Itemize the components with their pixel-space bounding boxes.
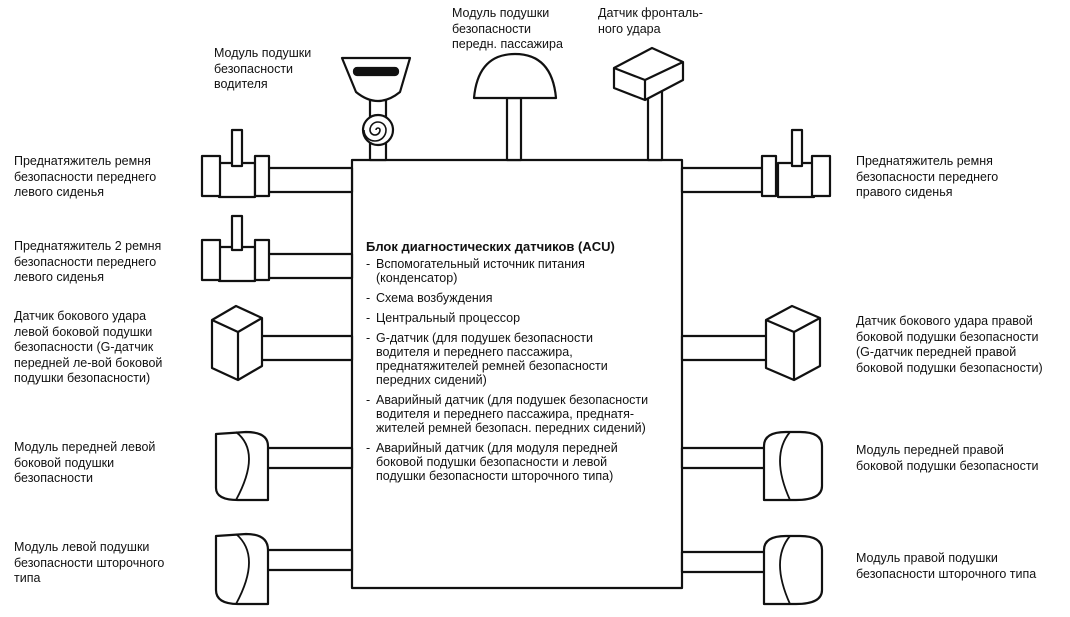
left-curtain-airbag-module [214, 532, 354, 606]
label-left-curtain-airbag: Модуль левой подушки безопасности штороч… [14, 540, 165, 585]
label-right-side-sensor: Датчик бокового удара правой боковой под… [856, 314, 1043, 375]
right-front-side-airbag-module [680, 430, 824, 502]
passenger-airbag-module [472, 52, 558, 162]
acu-item-power-supply: Вспомогательный источник питания (конден… [366, 257, 676, 285]
left-front-side-airbag-module [214, 430, 354, 502]
acu-item-crash-sensor-side: Аварийный датчик (для модуля передней бо… [366, 441, 676, 483]
acu-item-excitation-circuit: Схема возбуждения [366, 291, 676, 305]
acu-item-cpu: Центральный процессор [366, 311, 676, 325]
label-driver-airbag: Модуль подушки безопасности водителя [214, 46, 312, 91]
right-curtain-airbag-module [680, 534, 824, 606]
label-passenger-airbag: Модуль подушки безопасности передн. пасс… [452, 6, 563, 51]
label-left-front-side-airbag: Модуль передней левой боковой подушки бе… [14, 440, 156, 485]
left-pretensioner-2 [200, 214, 354, 283]
acu-title: Блок диагностических датчиков (ACU) [366, 239, 615, 254]
label-left-pretensioner-1: Преднатяжитель ремня безопасности передн… [14, 154, 157, 199]
right-pretensioner [680, 128, 832, 199]
right-side-impact-sensor [680, 304, 822, 382]
label-front-impact-sensor: Датчик фронталь- ного удара [598, 6, 703, 36]
label-left-pretensioner-2: Преднатяжитель 2 ремня безопасности пере… [14, 239, 162, 284]
front-impact-sensor [612, 46, 685, 162]
label-right-curtain-airbag: Модуль правой подушки безопасности шторо… [856, 551, 1037, 581]
left-pretensioner-1 [200, 128, 354, 199]
label-right-front-side-airbag: Модуль передней правой боковой подушки б… [856, 443, 1039, 473]
label-left-side-sensor: Датчик бокового удара левой боковой поду… [14, 309, 163, 385]
label-right-pretensioner: Преднатяжитель ремня безопасности передн… [856, 154, 999, 199]
driver-airbag-module [340, 56, 412, 162]
left-side-impact-sensor [210, 304, 354, 382]
acu-feature-list: Вспомогательный источник питания (конден… [366, 257, 676, 489]
acu-item-crash-sensor-front: Аварийный датчик (для подушек безопаснос… [366, 393, 676, 435]
acu-item-g-sensor: G-датчик (для подушек безопасности водит… [366, 331, 676, 387]
